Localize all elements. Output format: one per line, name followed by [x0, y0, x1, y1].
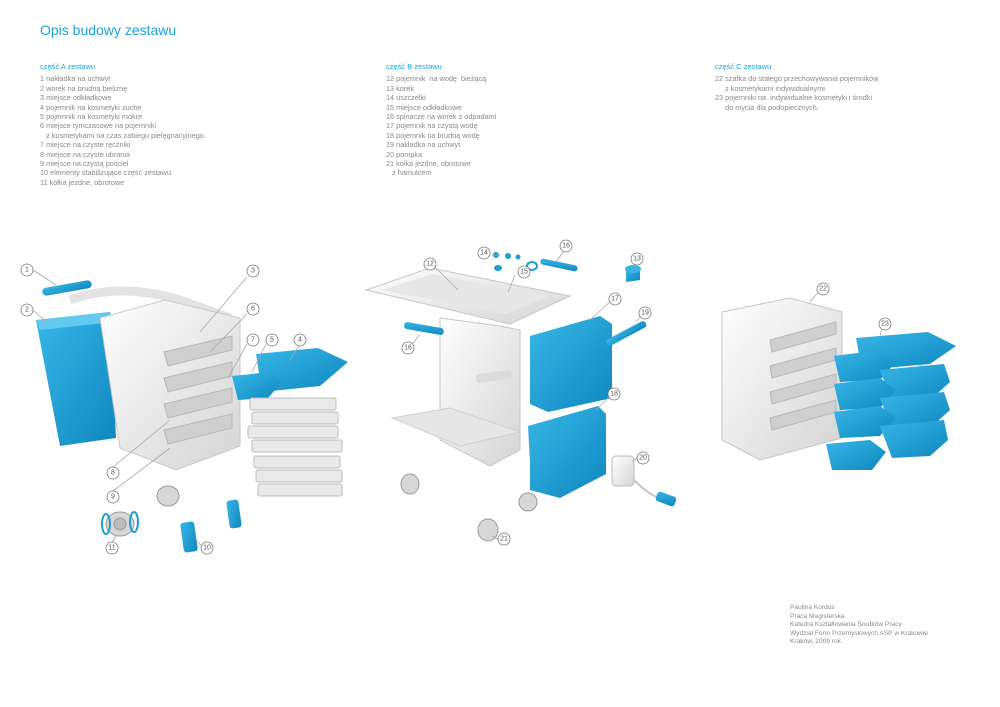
credit-thesis: Praca Magisterska [790, 612, 845, 620]
handle-cap [42, 280, 92, 296]
credit-department: Katedra Kształtowania Środków Pracy [790, 621, 902, 629]
part-a-item: 9 miejsce na czystą pościel [40, 159, 129, 169]
callout-4: 4 [298, 337, 302, 344]
part-a-item: 8 miejsce na czyste ubrania [40, 149, 131, 159]
part-a-item: 3 miejsce odkładkowe [40, 93, 112, 103]
part-c-item: 23 pojemniki na indywidualne kosmetyki i… [715, 93, 872, 103]
bag-clip [540, 258, 578, 272]
part-b-item: 12 pojemnik na wodę bieżącą [386, 74, 487, 84]
laundry-bag [36, 312, 116, 446]
part-b-item: z hamulcem [386, 168, 432, 178]
part-a-item: 10 elementy stabilizujące część zestawu [40, 168, 172, 178]
callout-15: 15 [520, 269, 528, 276]
part-c-item: z kosmetykami indywidualnymi [715, 83, 825, 93]
part-a-item: 7 miejsce na czyste ręczniki [40, 140, 131, 150]
callout-2: 2 [25, 307, 29, 314]
wheel [156, 485, 180, 507]
callout-13: 13 [633, 256, 641, 263]
part-b-item: 21 kółka jezdne, obrotowe [386, 159, 471, 169]
callout-21: 21 [500, 536, 508, 543]
dirty-water-container [528, 406, 606, 498]
bag-clip [404, 322, 444, 335]
part-b-item: 15 miejsce odkładkowe [386, 102, 462, 112]
part-b-item: 20 pompka [386, 149, 423, 159]
page-title: Opis budowy zestawu [40, 22, 177, 38]
part-b-cart [364, 252, 677, 542]
wheel [477, 518, 499, 542]
pump [611, 455, 635, 487]
callout-19: 19 [641, 310, 649, 317]
callout-8: 8 [111, 470, 115, 477]
part-b-item: 18 pojemnik na brudną wodę [386, 130, 480, 140]
credit-faculty: Wydział Form Przemysłowych ASP w Krakowi… [790, 629, 928, 637]
callout-18: 18 [610, 391, 618, 398]
cosmetics-containers [826, 332, 956, 470]
wheel [400, 473, 420, 495]
callout-23: 23 [881, 321, 889, 328]
clean-water-container [530, 316, 612, 412]
credit-author: Paulina Kordos [790, 604, 835, 611]
callout-9: 9 [111, 494, 115, 501]
callout-7: 7 [251, 337, 255, 344]
part-a-item: 11 kółka jezdne, obrotowe [40, 177, 125, 187]
part-a-item: z kosmetykami na czas zabiegu pielęgnacy… [40, 130, 206, 140]
part-c-heading: część C zestawu [715, 62, 772, 71]
part-a-item: 4 pojemnik na kosmetyki suche [40, 102, 142, 112]
part-b-list: część B zestawu 12 pojemnik na wodę bież… [386, 62, 496, 178]
stabilizer [180, 521, 198, 553]
callout-5: 5 [270, 337, 274, 344]
part-c-item: do mycia dla podopiecznych. [715, 102, 819, 112]
part-a-item: 1 nakładka na uchwyt [40, 74, 111, 84]
part-a-item: 5 pojemnik na kosmetyki mokre [40, 112, 143, 122]
part-a-cart [36, 280, 348, 553]
callout-1: 1 [25, 267, 29, 274]
part-b-heading: część B zestawu [386, 62, 442, 71]
callout-20: 20 [639, 455, 647, 462]
part-b-item: 14 uszczelki [386, 93, 426, 103]
part-a-item: 6 miejsce tymczasowe na pojemniki [40, 121, 156, 131]
credit-place-date: Kraków, 2009 rok [790, 638, 841, 646]
part-b-item: 19 nakładka na uchwyt [386, 140, 461, 150]
stabilizer [226, 499, 242, 529]
part-c-cabinet [721, 297, 956, 470]
callout-10: 10 [203, 545, 211, 552]
callout-17: 17 [611, 296, 619, 303]
callout-16: 16 [404, 345, 412, 352]
wheel [518, 492, 538, 512]
part-b-item: 13 korek [386, 83, 414, 93]
part-a-heading: część A zestawu [40, 62, 96, 71]
cosmetics-wet [232, 372, 282, 400]
handle-cap [606, 321, 647, 346]
callout-12: 12 [426, 261, 434, 268]
credits-block: Paulina Kordos Praca Magisterska Katedra… [790, 604, 928, 647]
callout-22: 22 [819, 286, 827, 293]
part-b-item: 16 spinacze na worek z odpadami [386, 112, 497, 122]
callout-16-top: 16 [562, 243, 570, 250]
part-c-list: część C zestawu 22 szafka do stałego prz… [715, 62, 878, 112]
callout-14: 14 [480, 250, 488, 257]
callout-11: 11 [108, 545, 115, 552]
part-c-item: 22 szafka do stałego przechowywania poje… [715, 74, 879, 84]
part-a-list: część A zestawu 1 nakładka na uchwyt 2 w… [40, 62, 206, 187]
part-b-column [439, 317, 521, 467]
part-a-item: 2 worek na brudną bieliznę [40, 83, 128, 93]
part-b-item: 17 pojemnik na czystą wodę [386, 121, 478, 131]
callout-6: 6 [251, 306, 255, 313]
callout-3: 3 [251, 268, 255, 275]
